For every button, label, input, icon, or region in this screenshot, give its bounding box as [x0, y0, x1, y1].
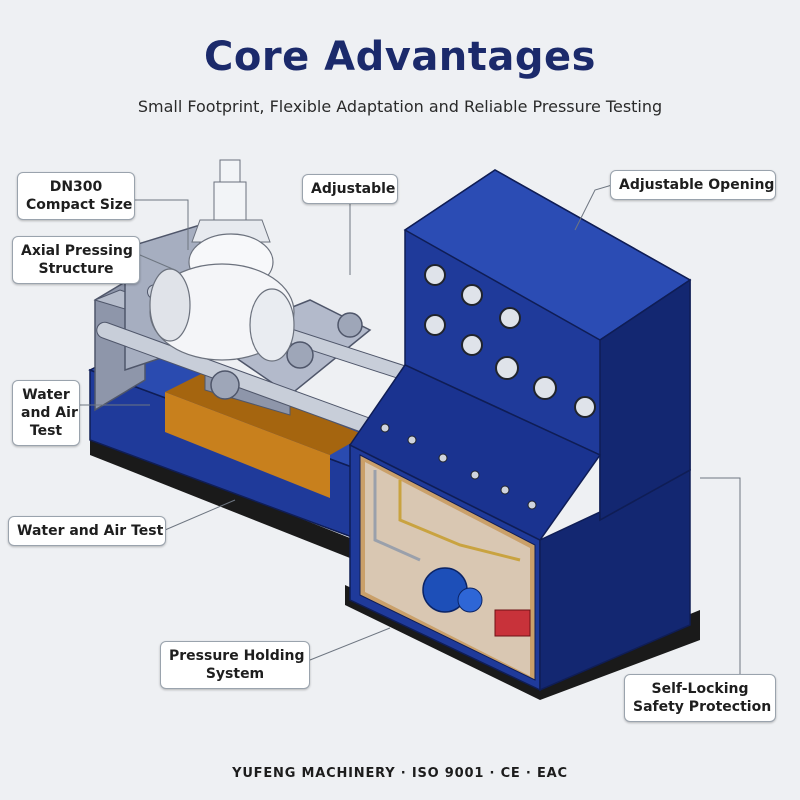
gate-valve [149, 159, 295, 362]
callout-pressure-holding: Pressure Holding System [160, 641, 310, 689]
pressure-gauges [424, 264, 596, 418]
page-title: Core Advantages [204, 34, 596, 80]
callout-self-locking-line2: Safety Protection [633, 699, 772, 715]
callout-adjustable-opening: Adjustable Opening [610, 170, 776, 200]
callout-water-line2: and Air [21, 405, 78, 421]
callout-axial-line1: Axial Pressing [21, 243, 133, 259]
callout-water-air-test-1: Water and Air Test [12, 380, 80, 446]
callout-pressure-line1: Pressure Holding [169, 648, 305, 664]
callout-compact-size: DN300 Compact Size [17, 172, 135, 220]
callout-self-locking-line1: Self-Locking [651, 681, 749, 697]
callout-compact-line2: Compact Size [26, 197, 133, 213]
page-subtitle: Small Footprint, Flexible Adaptation and… [137, 97, 663, 116]
callout-axial-line2: Structure [38, 261, 114, 277]
callout-adjustable: Adjustable [302, 174, 398, 204]
callout-axial-pressing: Axial Pressing Structure [12, 236, 140, 284]
leader-lines [80, 184, 741, 685]
control-cabinet [345, 169, 700, 700]
callout-water-line1: Water [22, 387, 70, 403]
callout-pressure-line2: System [205, 666, 265, 682]
callout-adjustable-opening-text: Adjustable Opening [619, 177, 775, 193]
callout-water-line3: Test [29, 423, 63, 439]
callout-water-air-text: Water and Air Test [17, 523, 164, 539]
callout-compact-line1: DN300 [49, 179, 103, 195]
callout-adjustable-text: Adjustable [311, 181, 396, 197]
callout-water-air-test-2: Water and Air Test [8, 516, 166, 546]
footer-certifications: YUFENG MACHINERY · ISO 9001 · CE · EAC [232, 766, 568, 781]
callout-self-locking: Self-Locking Safety Protection [624, 674, 776, 722]
